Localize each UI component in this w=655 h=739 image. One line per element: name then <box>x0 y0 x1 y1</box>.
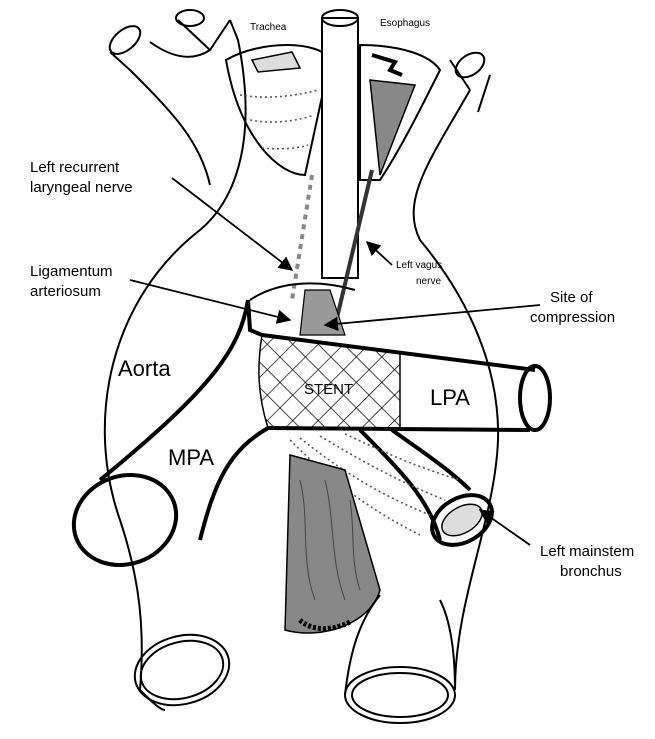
descending-vessel-opening-right <box>345 667 455 723</box>
label-stent: STENT <box>304 381 353 398</box>
label-esophagus: Esophagus <box>380 18 430 29</box>
label-bronchus-2: bronchus <box>560 563 622 580</box>
label-left-recurrent-1: Left recurrent <box>30 159 120 176</box>
recurrent-nerve-path <box>292 175 312 300</box>
mpa-vessel <box>100 300 268 540</box>
label-bronchus-1: Left mainstem <box>540 543 634 560</box>
trachea-lumen <box>252 52 300 72</box>
compression-pointer <box>325 305 540 325</box>
descending-vessel-opening-left-inner <box>134 632 230 708</box>
label-site-2: compression <box>530 309 615 326</box>
vagus-pointer <box>367 242 392 265</box>
subclavian-opening <box>451 48 489 83</box>
label-left-vagus-1: Left vagus <box>396 260 442 271</box>
label-ligamentum-2: arteriosum <box>30 283 101 300</box>
descending-vessel-opening-left <box>127 625 237 716</box>
label-left-vagus-2: nerve <box>416 276 441 287</box>
label-left-recurrent-2: laryngeal nerve <box>30 179 133 196</box>
carotid-opening <box>176 10 204 26</box>
label-mpa: MPA <box>168 445 214 470</box>
descending-vessel-opening-right-inner <box>352 673 448 717</box>
trachea-rings <box>240 90 318 149</box>
mpa-opening <box>61 461 189 579</box>
label-lpa: LPA <box>430 385 470 410</box>
recurrent-nerve-pointer <box>172 178 292 270</box>
ligamentum-pointer <box>130 280 290 320</box>
arch-top <box>250 283 355 300</box>
aorta-curve <box>248 300 262 335</box>
label-trachea: Trachea <box>250 22 287 33</box>
esophagus-lumen <box>372 55 402 75</box>
central-tube <box>322 18 358 278</box>
label-site-1: Site of <box>550 289 593 306</box>
label-aorta: Aorta <box>118 356 171 381</box>
esophagus-lower <box>285 455 380 633</box>
lpa-opening <box>520 366 550 430</box>
label-ligamentum-1: Ligamentum <box>30 263 113 280</box>
